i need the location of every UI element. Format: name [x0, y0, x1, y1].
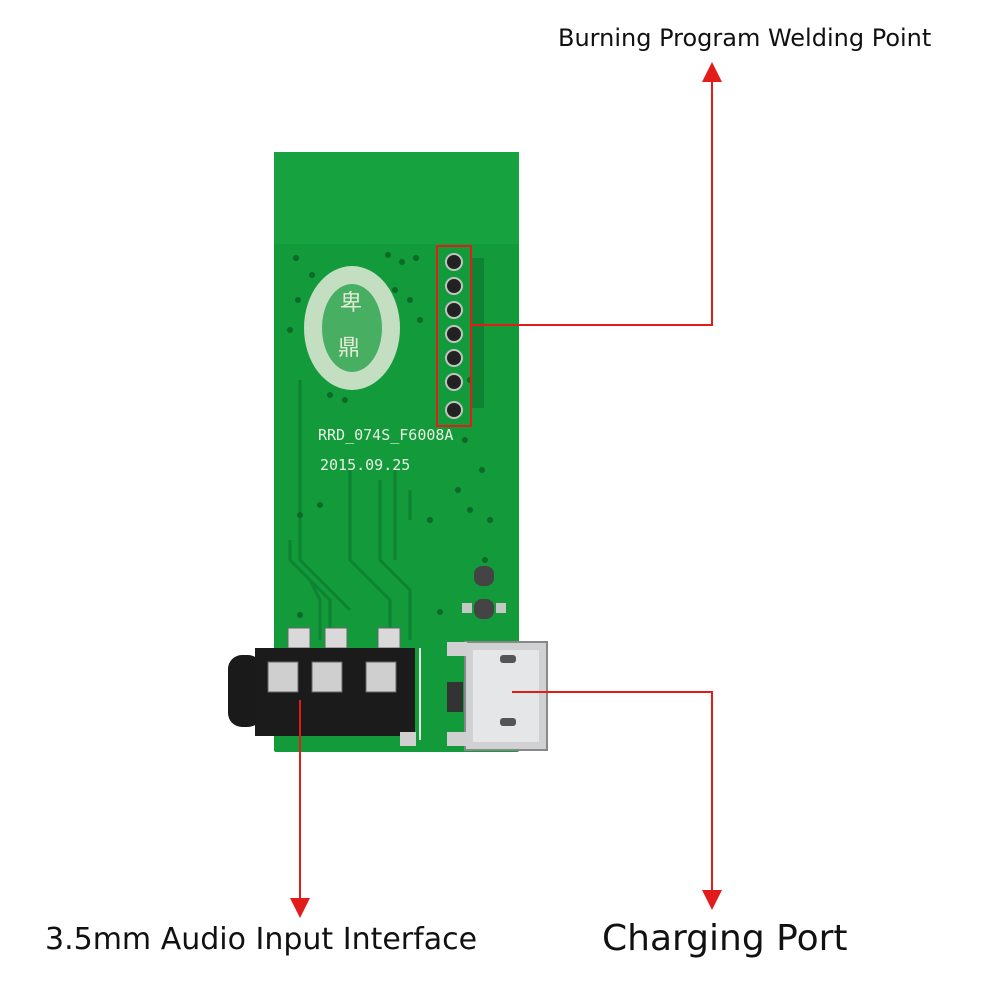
board-model-text: RRD_074S_F6008A: [318, 426, 453, 444]
audio-input-interface-label: 3.5mm Audio Input Interface: [45, 922, 478, 957]
programming-pads: [436, 245, 484, 427]
leader-lines: [290, 62, 722, 918]
svg-text:鼎: 鼎: [338, 336, 360, 361]
audio-jack: [228, 627, 421, 746]
board-date-text: 2015.09.25: [320, 456, 410, 474]
burning-program-welding-point-label: Burning Program Welding Point: [558, 24, 932, 52]
pcb-board: 卑 鼎 RRD_074S_F6008A 2015.09.25: [228, 152, 548, 752]
micro-usb-port: [447, 641, 548, 751]
svg-text:卑: 卑: [340, 291, 362, 316]
charging-port-label: Charging Port: [602, 918, 848, 959]
silkscreen-logo: 卑 鼎: [304, 266, 400, 390]
smd-components: [462, 566, 506, 619]
